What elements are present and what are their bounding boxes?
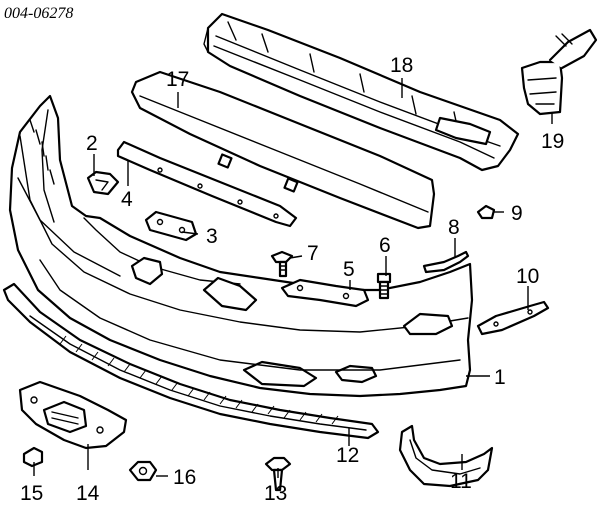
part-3-bracket-plate [144,210,198,242]
part-18-reinforcement-bar [203,12,520,172]
callout-9: 9 [511,202,523,225]
part-17-energy-absorber [130,70,436,230]
callout-13: 13 [264,482,287,505]
part-11-side-trim [398,424,494,488]
callout-2: 2 [86,132,98,155]
part-7-screw [270,250,294,278]
part-16-nut [128,460,158,482]
callout-8: 8 [448,216,460,239]
callout-7: 7 [307,242,319,265]
callout-6: 6 [379,234,391,257]
callout-19: 19 [541,130,564,153]
part-13-push-clip [264,456,292,492]
part-1-bumper-cover [8,94,474,398]
callout-4: 4 [121,188,133,211]
callout-12: 12 [336,444,359,467]
diagram-code: 004-06278 [4,5,73,22]
part-6-bolt [376,272,392,300]
part-2-emblem [86,170,120,196]
callout-17: 17 [166,68,189,91]
part-15-plug [22,446,44,468]
callout-5: 5 [343,258,355,281]
callout-10: 10 [516,265,539,288]
leader-lines [33,78,553,478]
part-12-lower-valance [2,282,380,440]
part-19-bracket [520,28,598,116]
part-10-side-bracket [476,300,550,336]
part-4-retainer-strip [116,140,298,228]
part-8-molding [422,250,470,274]
callout-14: 14 [76,482,100,505]
part-14-tow-bracket [18,380,128,450]
callout-1: 1 [494,366,506,389]
callout-labels: 1 2 3 4 5 6 7 8 9 10 11 12 13 14 15 16 1… [20,54,564,505]
callout-11: 11 [450,470,472,493]
callout-15: 15 [20,482,43,505]
callout-16: 16 [173,466,196,489]
part-5-bracket [280,278,370,308]
callout-3: 3 [206,225,218,248]
part-9-clip [476,204,496,220]
callout-18: 18 [390,54,413,77]
